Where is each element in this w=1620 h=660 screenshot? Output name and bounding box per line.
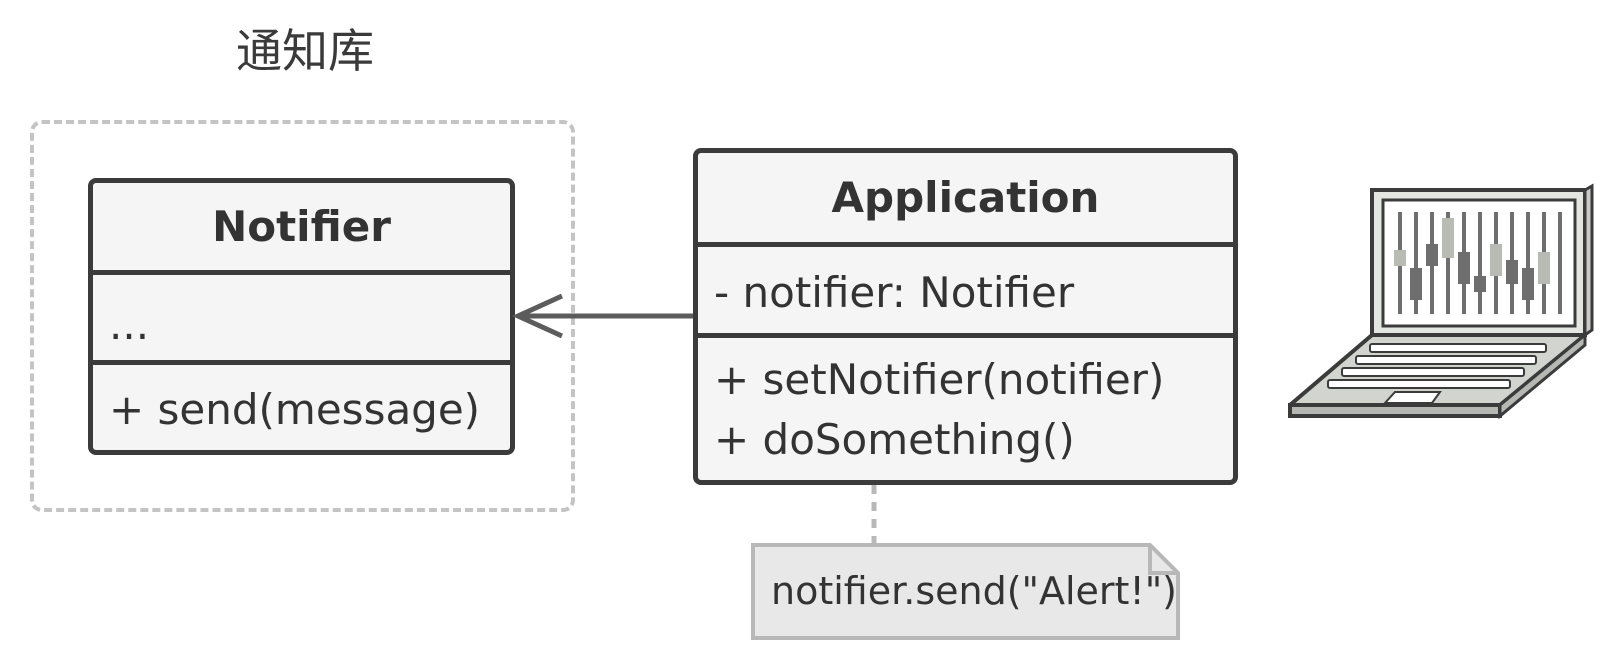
application-class: Application - notifier: Notifier + setNo… <box>693 148 1238 485</box>
notifier-method-send: + send(message) <box>109 385 481 434</box>
application-class-methods: + setNotifier(notifier) + doSomething() <box>698 333 1233 480</box>
notifier-field: ... <box>109 300 150 349</box>
application-class-fields: - notifier: Notifier <box>698 242 1233 333</box>
notifier-class-methods: + send(message) <box>93 360 510 450</box>
package-title: 通知库 <box>236 24 374 78</box>
application-method-set-notifier: + setNotifier(notifier) <box>714 355 1165 404</box>
laptop-icon <box>1288 183 1594 420</box>
association-arrowhead <box>511 293 564 339</box>
note-shape <box>751 543 1180 640</box>
notifier-class-fields: ... <box>93 270 510 360</box>
application-method-do-something: + doSomething() <box>714 415 1075 464</box>
note-fold <box>1148 545 1178 575</box>
note-text: notifier.send("Alert!") <box>771 569 1177 613</box>
notifier-class-name: Notifier <box>212 202 391 251</box>
notifier-class: Notifier ... + send(message) <box>88 178 515 455</box>
application-class-name: Application <box>831 173 1100 222</box>
note: notifier.send("Alert!") <box>753 545 1178 638</box>
application-field-notifier: - notifier: Notifier <box>714 268 1075 317</box>
